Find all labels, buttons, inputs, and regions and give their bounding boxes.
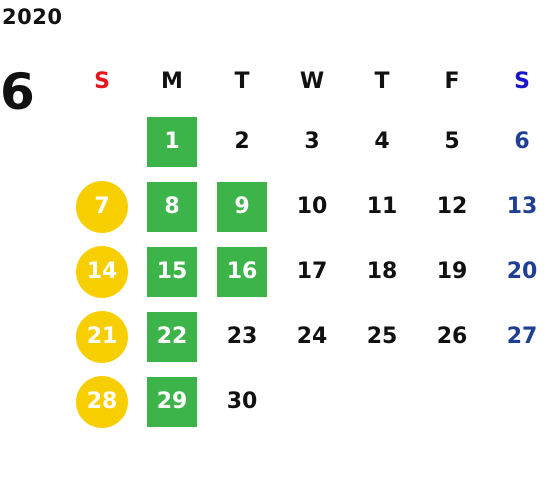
day-cell[interactable]: 23 [207,304,277,369]
weekday-header: M [161,68,183,94]
empty-day-cell [417,369,487,434]
date-number-green-highlight: 8 [147,181,197,232]
day-cell[interactable]: 22 [137,304,207,369]
day-cell[interactable]: 16 [207,239,277,304]
day-cell[interactable]: 24 [277,304,347,369]
date-number: 11 [366,193,398,219]
day-cell[interactable]: 30 [207,369,277,434]
date-number-green-highlight: 1 [147,116,197,167]
day-cell[interactable]: 6 [487,109,548,174]
day-cell[interactable]: 15 [137,239,207,304]
date-number-yellow-highlight: 21 [76,310,128,363]
calendar-year: 2020 [2,5,63,29]
date-number: 20 [506,258,538,284]
date-number: 25 [366,323,398,349]
date-number: 12 [436,193,468,219]
day-cell[interactable]: 11 [347,174,417,239]
day-cell[interactable]: 2 [207,109,277,174]
day-cell[interactable]: 21 [67,304,137,369]
weekday-header: T [374,68,390,94]
date-number-yellow-highlight: 14 [76,245,128,298]
weekday-header: T [234,68,250,94]
weekday-header: S [514,68,530,94]
date-number-green-highlight: 15 [147,246,197,297]
weekday-header: F [444,68,460,94]
day-cell[interactable]: 28 [67,369,137,434]
day-cell[interactable]: 5 [417,109,487,174]
day-cell[interactable]: 26 [417,304,487,369]
date-number-green-highlight: 9 [217,181,267,232]
date-number-yellow-highlight: 7 [76,180,128,233]
date-number: 17 [296,258,328,284]
day-cell[interactable]: 20 [487,239,548,304]
date-number: 3 [304,128,320,154]
date-number-green-highlight: 16 [217,246,267,297]
empty-day-cell [277,369,347,434]
day-cell[interactable]: 7 [67,174,137,239]
empty-day-cell [67,109,137,174]
date-number: 26 [436,323,468,349]
day-cell[interactable]: 17 [277,239,347,304]
day-cell[interactable]: 10 [277,174,347,239]
date-number-yellow-highlight: 28 [76,375,128,428]
date-number: 5 [444,128,460,154]
date-number: 2 [234,128,250,154]
date-number-green-highlight: 22 [147,311,197,362]
date-number: 4 [374,128,390,154]
day-cell[interactable]: 27 [487,304,548,369]
date-number: 13 [506,193,538,219]
date-number-green-highlight: 29 [147,376,197,427]
day-cell[interactable]: 13 [487,174,548,239]
date-number: 19 [436,258,468,284]
day-cell[interactable]: 25 [347,304,417,369]
weekday-header: W [299,68,325,94]
day-cell[interactable]: 8 [137,174,207,239]
empty-day-cell [487,369,548,434]
day-cell[interactable]: 4 [347,109,417,174]
day-cell[interactable]: 1 [137,109,207,174]
weekday-header: S [94,68,110,94]
date-number: 23 [226,323,258,349]
date-number: 27 [506,323,538,349]
day-cell[interactable]: 3 [277,109,347,174]
date-number: 30 [226,388,258,414]
calendar-month: 6 [0,63,35,121]
day-cell[interactable]: 14 [67,239,137,304]
date-number: 24 [296,323,328,349]
day-cell[interactable]: 29 [137,369,207,434]
date-number: 6 [514,128,530,154]
day-cell[interactable]: 18 [347,239,417,304]
date-number: 18 [366,258,398,284]
day-cell[interactable]: 19 [417,239,487,304]
date-number: 10 [296,193,328,219]
empty-day-cell [347,369,417,434]
day-cell[interactable]: 9 [207,174,277,239]
day-cell[interactable]: 12 [417,174,487,239]
